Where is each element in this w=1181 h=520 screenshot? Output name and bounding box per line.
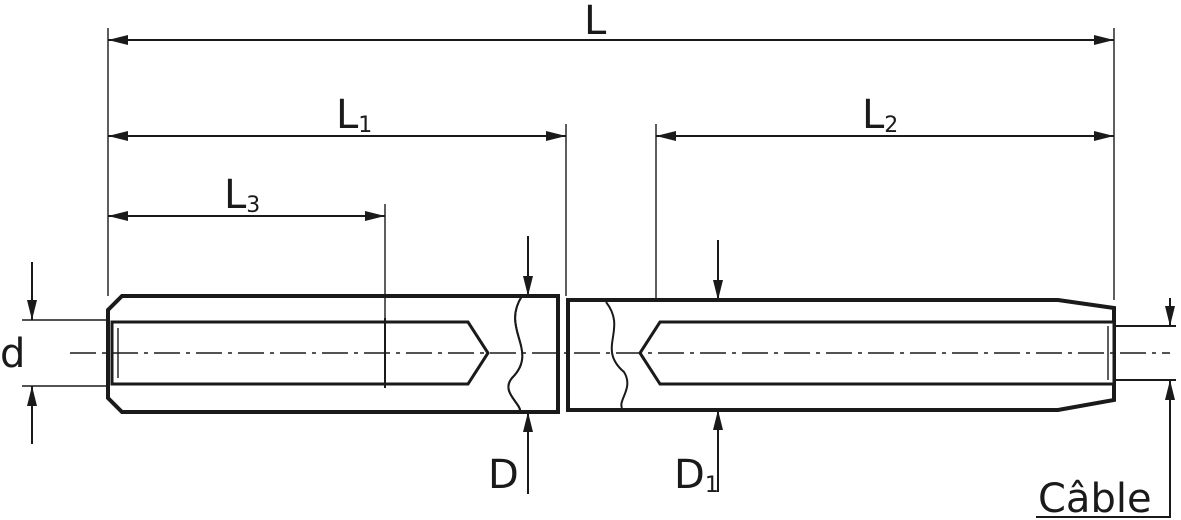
dimension-L3: L3: [108, 172, 386, 318]
dimension-L1: L1: [108, 92, 567, 296]
right-body: [566, 298, 1116, 412]
label-L2-sub: 2: [884, 113, 898, 138]
label-D: D: [488, 452, 519, 498]
svg-text:L3: L3: [224, 172, 260, 218]
label-L1-sub: 1: [358, 113, 372, 138]
svg-text:L2: L2: [862, 92, 898, 138]
label-L: L: [584, 0, 607, 44]
svg-text:L1: L1: [336, 92, 372, 138]
svg-text:d: d: [0, 331, 25, 377]
label-L2: L: [862, 92, 885, 138]
dimension-d: d: [0, 262, 108, 444]
svg-text:L: L: [584, 0, 607, 44]
label-L3-sub: 3: [246, 193, 260, 218]
label-D1: D: [674, 452, 705, 498]
dimension-L2: L2: [655, 92, 1114, 300]
svg-text:D1: D1: [674, 452, 719, 498]
left-body: [106, 294, 560, 414]
svg-text:Câble: Câble: [1038, 476, 1152, 520]
right-break-line: [605, 301, 629, 409]
label-D1-sub: 1: [705, 473, 719, 498]
dimension-cable: Câble: [1036, 298, 1175, 520]
dimension-D1: D1: [674, 240, 723, 498]
dimension-D: D: [488, 236, 533, 498]
dimension-L: L: [107, 0, 1115, 300]
label-L1: L: [336, 92, 359, 138]
label-cable: Câble: [1038, 476, 1152, 520]
label-L3: L: [224, 172, 247, 218]
label-d: d: [0, 331, 25, 377]
svg-text:D: D: [488, 452, 519, 498]
